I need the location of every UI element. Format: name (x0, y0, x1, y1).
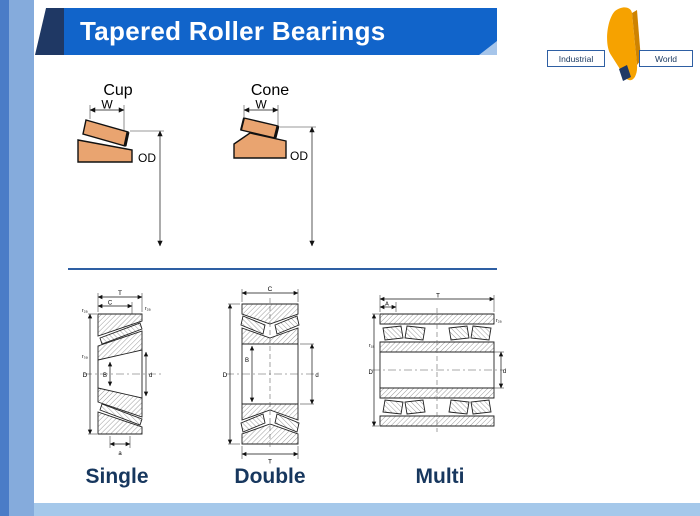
multi-dim-D: D (369, 370, 374, 376)
double-dim-b: B (245, 358, 249, 364)
cone-dim-w: W (255, 100, 267, 112)
single-dim-b: B (103, 373, 107, 379)
caption-single: Single (85, 465, 149, 488)
double-dim-D: D (223, 372, 228, 379)
page-title: Tapered Roller Bearings (80, 16, 386, 46)
double-dim-d: d (315, 373, 318, 379)
cup-dim-w: W (101, 100, 113, 112)
logo-flame-icon (607, 7, 641, 81)
logo-text-world: World (639, 50, 693, 67)
title-bar: Tapered Roller Bearings (64, 8, 497, 55)
header-notch-triangle (35, 8, 64, 55)
double-dim-t: T (268, 459, 272, 466)
cone-dim-od: OD (290, 149, 308, 163)
cup-title: Cup (103, 82, 133, 99)
single-dim-D: D (83, 372, 88, 379)
single-dim-c: C (108, 301, 113, 307)
single-dim-r2a-right: r₂ₐ (145, 306, 151, 312)
multi-dim-r1a: r₁ₐ (369, 343, 374, 349)
cup-dim-od: OD (138, 151, 156, 165)
section-divider (68, 268, 497, 270)
double-bearing-drawing: C B D d T (223, 286, 319, 466)
logo-text-industrial: Industrial (547, 50, 605, 67)
single-dim-t: T (118, 290, 122, 297)
multi-dim-r2a: r₂ₐ (496, 318, 502, 324)
caption-double: Double (234, 465, 306, 488)
company-logo: Industrial World (545, 5, 695, 93)
multi-dim-d: d (503, 369, 506, 375)
bottom-strip (0, 503, 700, 516)
single-bearing-drawing: T C r₂ₐ r₂ₐ r₃ₐ D B d a (82, 290, 162, 457)
multi-dim-t: T (436, 293, 440, 300)
multi-dim-a: A (385, 302, 389, 308)
multi-bearing-drawing: T A r₂ₐ r₁ₐ D d (369, 293, 506, 432)
single-dim-r2a-left: r₂ₐ (82, 308, 88, 314)
caption-multi: Multi (415, 465, 465, 488)
left-strip-light (9, 0, 34, 516)
single-dim-r3a: r₃ₐ (82, 354, 88, 360)
single-dim-d: d (149, 373, 152, 379)
cone-diagram: W OD (233, 100, 316, 247)
left-strip-dark (0, 0, 9, 516)
cone-title: Cone (250, 82, 290, 99)
cup-diagram: W OD (77, 100, 164, 247)
single-dim-a: a (118, 451, 122, 457)
double-dim-c: C (268, 286, 273, 293)
